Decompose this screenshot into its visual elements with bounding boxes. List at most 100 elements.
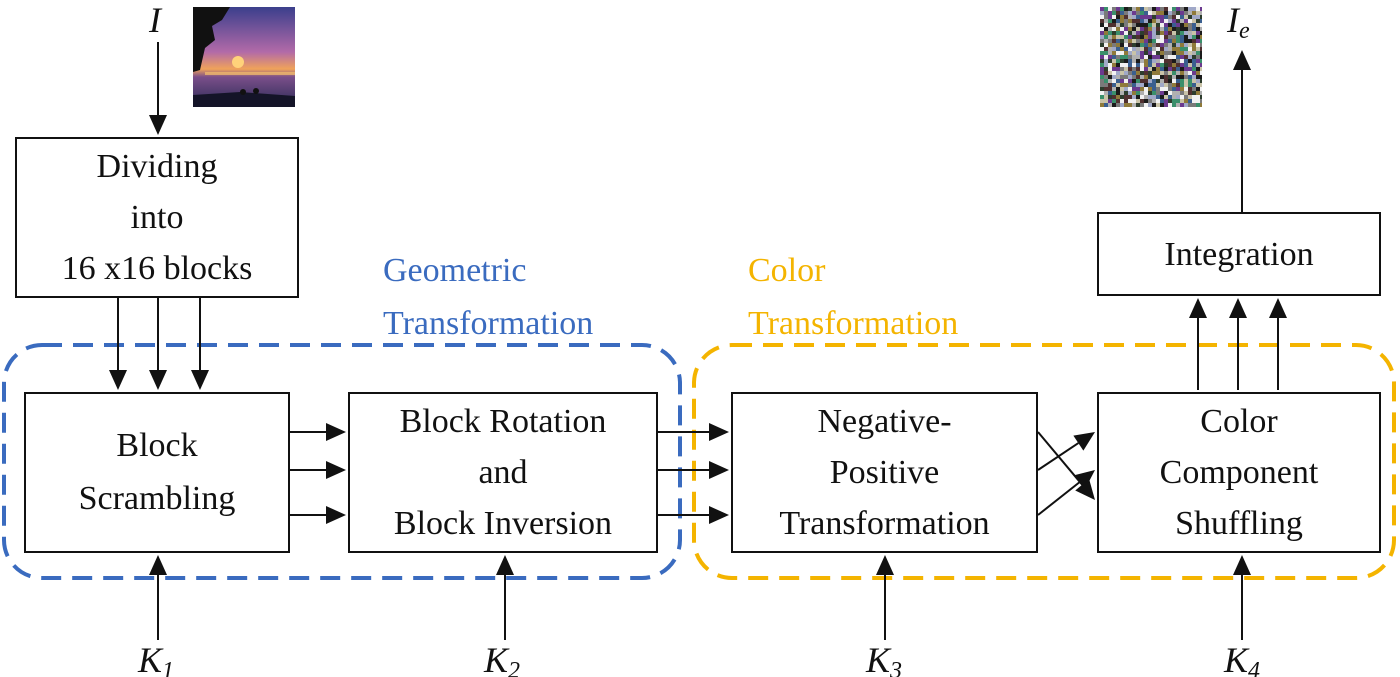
noise-pixel bbox=[1148, 71, 1152, 75]
noise-pixel bbox=[1124, 103, 1128, 107]
noise-pixel bbox=[1128, 79, 1132, 83]
noise-pixel bbox=[1148, 11, 1152, 15]
noise-pixel bbox=[1144, 95, 1148, 99]
input-image-thumbnail bbox=[193, 7, 295, 107]
noise-pixel bbox=[1112, 15, 1116, 19]
noise-pixel bbox=[1164, 47, 1168, 51]
noise-pixel bbox=[1140, 39, 1144, 43]
noise-pixel bbox=[1100, 15, 1104, 19]
noise-pixel bbox=[1152, 43, 1156, 47]
noise-pixel bbox=[1108, 63, 1112, 67]
noise-pixel bbox=[1100, 75, 1104, 79]
noise-pixel bbox=[1152, 91, 1156, 95]
noise-pixel bbox=[1148, 95, 1152, 99]
noise-pixel bbox=[1156, 7, 1160, 11]
noise-pixel bbox=[1112, 35, 1116, 39]
noise-pixel bbox=[1196, 39, 1200, 43]
noise-pixel bbox=[1156, 35, 1160, 39]
noise-pixel bbox=[1164, 79, 1168, 83]
noise-pixel bbox=[1160, 83, 1164, 87]
noise-pixel bbox=[1184, 67, 1188, 71]
noise-pixel bbox=[1120, 63, 1124, 67]
noise-pixel bbox=[1152, 67, 1156, 71]
noise-pixel bbox=[1180, 7, 1184, 11]
noise-pixel bbox=[1132, 87, 1136, 91]
noise-pixel bbox=[1144, 75, 1148, 79]
noise-pixel bbox=[1168, 43, 1172, 47]
noise-pixel bbox=[1116, 47, 1120, 51]
noise-pixel bbox=[1200, 67, 1202, 71]
noise-pixel bbox=[1156, 59, 1160, 63]
noise-pixel bbox=[1140, 83, 1144, 87]
noise-pixel bbox=[1108, 15, 1112, 19]
noise-pixel bbox=[1104, 79, 1108, 83]
noise-pixel bbox=[1176, 55, 1180, 59]
noise-pixel bbox=[1124, 23, 1128, 27]
noise-pixel bbox=[1152, 51, 1156, 55]
noise-pixel bbox=[1108, 23, 1112, 27]
noise-pixel bbox=[1108, 59, 1112, 63]
noise-pixel bbox=[1148, 51, 1152, 55]
block-scrambling-box: Block Scrambling bbox=[24, 392, 290, 553]
noise-pixel bbox=[1140, 87, 1144, 91]
noise-pixel bbox=[1172, 31, 1176, 35]
noise-pixel bbox=[1116, 83, 1120, 87]
noise-pixel bbox=[1168, 47, 1172, 51]
noise-pixel bbox=[1144, 15, 1148, 19]
noise-pixel bbox=[1160, 75, 1164, 79]
noise-pixel bbox=[1164, 7, 1168, 11]
noise-pixel bbox=[1180, 47, 1184, 51]
noise-pixel bbox=[1116, 59, 1120, 63]
key-k1-main: K bbox=[138, 640, 163, 677]
noise-pixel bbox=[1152, 23, 1156, 27]
noise-pixel bbox=[1176, 71, 1180, 75]
key-k4-sub: 4 bbox=[1248, 658, 1261, 677]
noise-pixel bbox=[1124, 51, 1128, 55]
noise-pixel bbox=[1120, 79, 1124, 83]
noise-pixel bbox=[1104, 59, 1108, 63]
noise-pixel bbox=[1180, 11, 1184, 15]
noise-pixel bbox=[1188, 39, 1192, 43]
noise-pixel bbox=[1152, 7, 1156, 11]
noise-pixel bbox=[1108, 87, 1112, 91]
noise-pixel bbox=[1100, 23, 1104, 27]
noise-pixel bbox=[1164, 99, 1168, 103]
color-shuffling-line-2: Component bbox=[1159, 454, 1319, 491]
noise-pixel bbox=[1152, 31, 1156, 35]
noise-pixel bbox=[1172, 71, 1176, 75]
noise-pixel bbox=[1100, 31, 1104, 35]
noise-pixel bbox=[1104, 43, 1108, 47]
noise-pixel bbox=[1164, 51, 1168, 55]
noise-pixel bbox=[1200, 39, 1202, 43]
noise-pixel bbox=[1196, 103, 1200, 107]
noise-pixel bbox=[1176, 91, 1180, 95]
noise-pixel bbox=[1120, 7, 1124, 11]
noise-pixel bbox=[1124, 95, 1128, 99]
noise-pixel bbox=[1136, 43, 1140, 47]
noise-pixel bbox=[1132, 95, 1136, 99]
noise-pixel bbox=[1180, 19, 1184, 23]
noise-pixel bbox=[1116, 51, 1120, 55]
noise-pixel bbox=[1188, 23, 1192, 27]
noise-pixel bbox=[1116, 31, 1120, 35]
noise-pixel bbox=[1144, 35, 1148, 39]
noise-pixel bbox=[1120, 39, 1124, 43]
noise-pixel bbox=[1156, 71, 1160, 75]
noise-pixel bbox=[1196, 63, 1200, 67]
noise-pixel bbox=[1112, 79, 1116, 83]
noise-pixel bbox=[1136, 31, 1140, 35]
noise-pixel bbox=[1188, 91, 1192, 95]
noise-pixel bbox=[1184, 99, 1188, 103]
noise-pixel bbox=[1168, 27, 1172, 31]
noise-pixel bbox=[1164, 35, 1168, 39]
noise-pixel bbox=[1188, 19, 1192, 23]
noise-pixel bbox=[1140, 95, 1144, 99]
noise-pixel bbox=[1140, 31, 1144, 35]
noise-pixel bbox=[1144, 43, 1148, 47]
noise-pixel bbox=[1112, 55, 1116, 59]
noise-pixel bbox=[1168, 39, 1172, 43]
noise-pixel bbox=[1104, 87, 1108, 91]
noise-pixel bbox=[1140, 75, 1144, 79]
